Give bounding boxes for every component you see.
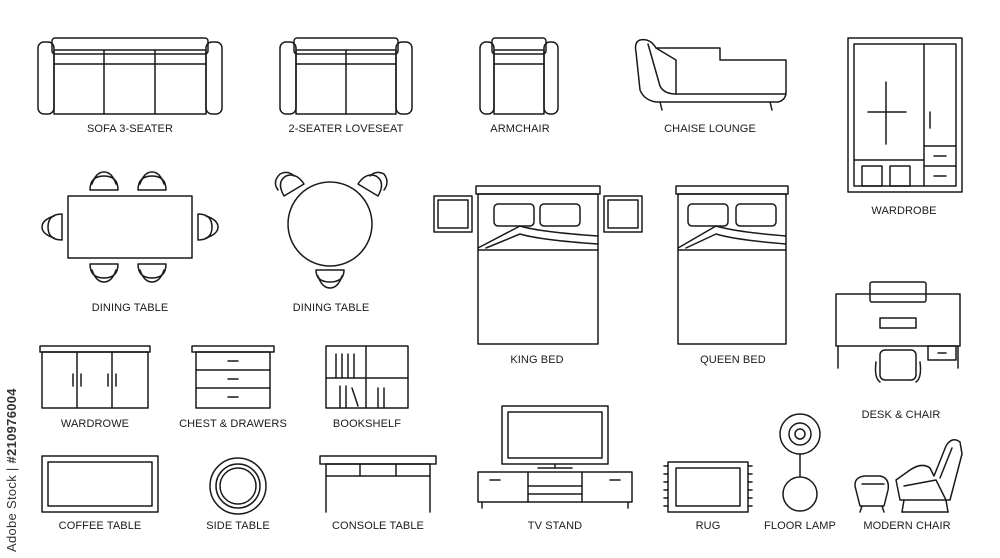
- label-chest-drawers: CHEST & DRAWERS: [179, 418, 287, 430]
- desk-chair-icon: [836, 282, 960, 382]
- label-side-table: SIDE TABLE: [206, 520, 270, 532]
- wardrobe-icon: [848, 38, 962, 192]
- label-wardrobe: WARDROBE: [871, 205, 937, 217]
- label-rug: RUG: [695, 520, 721, 532]
- console-table-icon: [320, 456, 436, 512]
- bookshelf-icon: [326, 346, 408, 408]
- loveseat-icon: [280, 38, 412, 114]
- armchair-icon: [480, 38, 558, 114]
- label-coffee-table: COFFEE TABLE: [58, 520, 142, 532]
- label-chaise-lounge: CHAISE LOUNGE: [664, 123, 756, 135]
- tv-stand-icon: [478, 406, 632, 508]
- label-floor-lamp: FLOOR LAMP: [764, 520, 836, 532]
- label-armchair: ARMCHAIR: [490, 123, 550, 135]
- label-modern-chair: MODERN CHAIR: [863, 520, 951, 532]
- label-tv-stand: TV STAND: [527, 520, 583, 532]
- label-queen-bed: QUEEN BED: [700, 354, 766, 366]
- label-sofa-3-seater: SOFA 3-SEATER: [86, 123, 174, 135]
- dining-table-rect-icon: [42, 172, 218, 282]
- wardrowe-icon: [40, 346, 150, 408]
- label-dining-table-rect: DINING TABLE: [91, 302, 169, 314]
- label-bookshelf: BOOKSHELF: [332, 418, 402, 430]
- label-wardrowe: WARDROWE: [60, 418, 130, 430]
- stock-watermark: Adobe Stock | #210976004: [4, 388, 19, 552]
- label-dining-table-round: DINING TABLE: [292, 302, 370, 314]
- side-table-icon: [210, 458, 266, 514]
- label-king-bed: KING BED: [510, 354, 564, 366]
- rug-icon: [664, 462, 752, 512]
- coffee-table-icon: [42, 456, 158, 512]
- floor-lamp-icon: [780, 414, 820, 511]
- modern-chair-icon: [855, 440, 962, 512]
- stock-separator: |: [4, 463, 19, 475]
- queen-bed-icon: [676, 186, 788, 344]
- stock-id: #210976004: [4, 388, 19, 464]
- stock-brand: Adobe Stock: [4, 474, 19, 552]
- label-loveseat: 2-SEATER LOVESEAT: [288, 123, 404, 135]
- king-bed-icon: [434, 186, 642, 344]
- label-console-table: CONSOLE TABLE: [332, 520, 424, 532]
- dining-table-round-icon: [275, 172, 387, 288]
- sofa-3-seater-icon: [38, 38, 222, 114]
- chaise-lounge-icon: [636, 40, 787, 110]
- chest-drawers-icon: [192, 346, 274, 408]
- label-desk-chair: DESK & CHAIR: [861, 409, 941, 421]
